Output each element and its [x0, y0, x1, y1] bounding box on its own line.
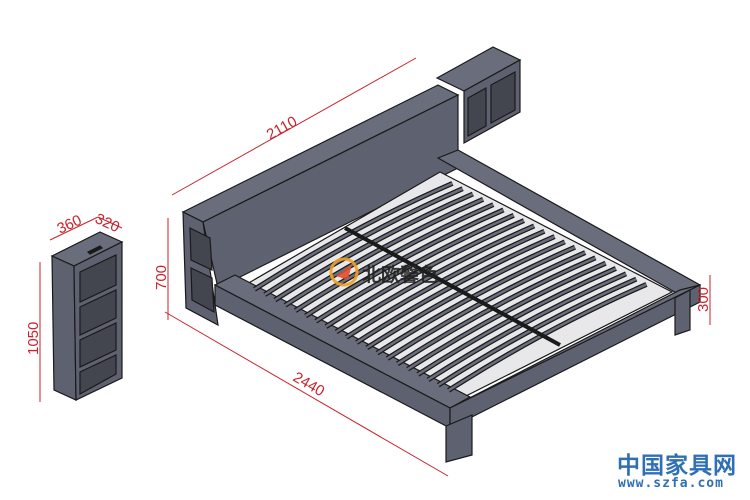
slat-face — [447, 283, 647, 392]
slat-face — [335, 224, 535, 333]
slat-face — [386, 251, 586, 360]
slat-face — [355, 235, 556, 344]
headboard-shelf-upper — [189, 227, 213, 271]
dim-2110: 2110 — [264, 113, 300, 144]
watermark-logo: 北欧馨色 — [329, 257, 438, 287]
bookshelf-slot — [86, 245, 104, 255]
slat-face — [366, 240, 566, 349]
bookshelf-cell-2 — [79, 289, 117, 336]
nightstand-cubby-right — [490, 70, 516, 125]
nightstand-cubby-left — [467, 86, 487, 138]
bookshelf-side — [51, 255, 77, 401]
center-rail — [344, 226, 561, 347]
dim-300: 300 — [695, 287, 712, 312]
foot-rail-front — [449, 284, 701, 429]
dim-line-360 — [49, 216, 99, 241]
dim-line-2110 — [171, 57, 417, 196]
slat-face — [325, 219, 525, 328]
bookshelf-cell-3 — [79, 322, 117, 368]
site-name: 中国家具网 — [617, 453, 737, 479]
slat-face — [315, 214, 515, 323]
dim-700: 700 — [153, 265, 170, 290]
leg-front — [445, 414, 473, 463]
slat-face — [417, 267, 617, 376]
dim-line-2440 — [164, 311, 449, 477]
dim-320: 320 — [92, 210, 122, 236]
slat-face — [376, 246, 576, 355]
slats — [253, 181, 648, 393]
bookshelf-cell-4 — [79, 354, 117, 396]
slat-face — [406, 262, 607, 371]
dim-line-320 — [97, 216, 123, 229]
headboard-shelf-lower — [190, 267, 215, 314]
site-url: www.szfa.com — [618, 476, 724, 491]
slat-face — [345, 230, 545, 339]
slat-face — [396, 256, 596, 365]
dim-1050: 1050 — [25, 322, 42, 355]
dim-360: 360 — [55, 212, 85, 238]
watermark-text: 北欧馨色 — [362, 263, 438, 286]
bookshelf-cell-1 — [79, 254, 117, 303]
slat-face — [304, 208, 505, 318]
slat-face — [427, 272, 627, 381]
slat-face — [437, 277, 637, 387]
leg-right — [674, 289, 691, 336]
